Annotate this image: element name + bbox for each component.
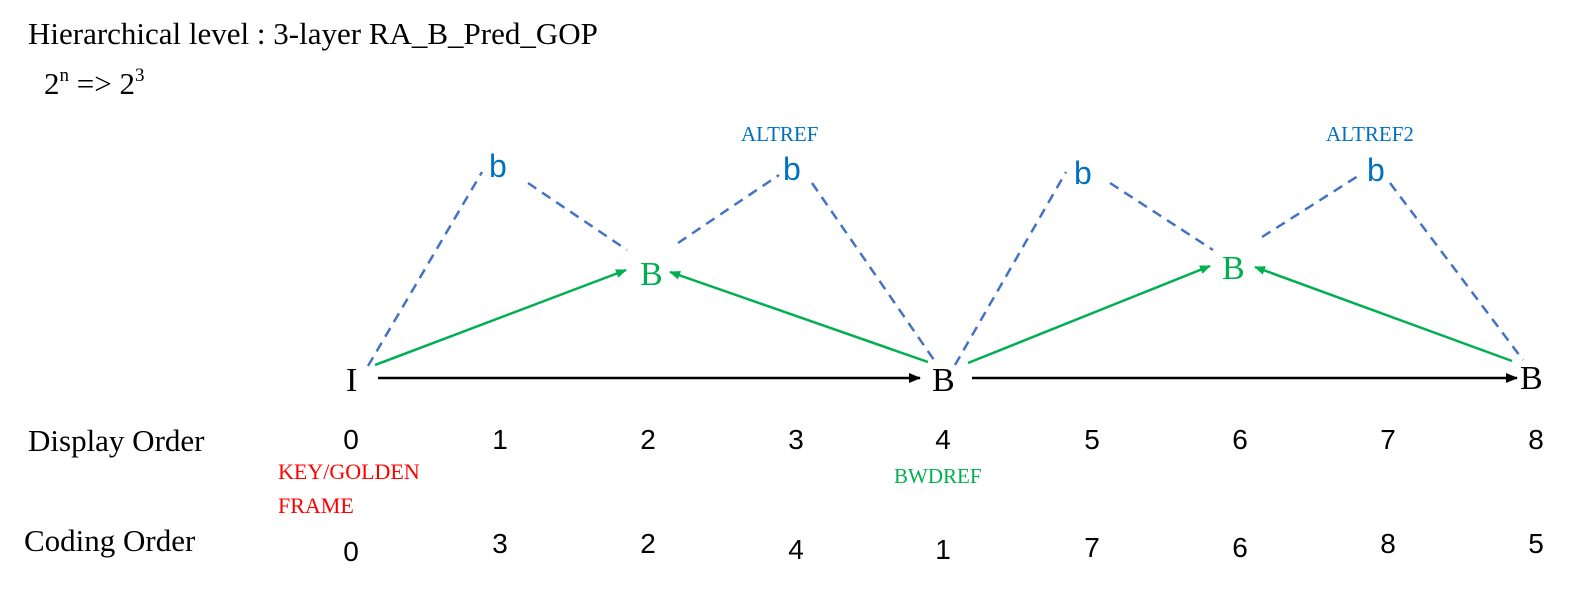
coding-order-value: 8 [1380, 528, 1396, 559]
display-order-value: 4 [935, 424, 951, 455]
arrow-B4-to-B2 [669, 270, 929, 364]
dashed-line-b3-B4 [810, 182, 936, 361]
dashed-line-b1-B2 [527, 181, 628, 252]
coding-order-value: 0 [343, 536, 359, 567]
display-order-value: 6 [1232, 424, 1248, 455]
label-frame: FRAME [278, 493, 354, 518]
frame-b5: b [1074, 155, 1092, 191]
arrow-I0-to-B2 [374, 268, 627, 367]
coding-order-value: 5 [1528, 528, 1544, 559]
frame-b1: b [489, 148, 507, 184]
label-key-golden: KEY/GOLDEN [278, 459, 420, 484]
frame-B2: B [640, 256, 663, 293]
coding-order-value: 1 [935, 534, 951, 565]
coding-order-value: 4 [788, 534, 804, 565]
arrow-B4-to-B6 [967, 264, 1211, 365]
coding-order-value: 6 [1232, 532, 1248, 563]
coding-order-values: 0 3 2 4 1 7 6 8 5 [343, 528, 1544, 567]
display-order-value: 5 [1084, 424, 1100, 455]
green-prediction-arrows [374, 264, 1513, 367]
diagram-title: Hierarchical level : 3-layer RA_B_Pred_G… [28, 16, 598, 51]
frame-I0: I [346, 362, 357, 399]
label-altref2: ALTREF2 [1326, 122, 1414, 146]
arrow-B8-to-B6 [1254, 265, 1513, 363]
coding-order-value: 7 [1084, 532, 1100, 563]
display-order-value: 1 [492, 424, 508, 455]
dashed-reference-lines [366, 171, 1524, 367]
dashed-line-b7-B8 [1389, 182, 1524, 361]
display-order-value: 3 [788, 424, 804, 455]
dashed-line-I0-b1 [366, 171, 484, 367]
display-order-value: 7 [1380, 424, 1396, 455]
display-order-values: 0 1 2 3 4 5 6 7 8 [343, 424, 1544, 455]
formula: 2n => 23 [44, 65, 144, 101]
frame-B8: B [1520, 360, 1543, 397]
display-order-label: Display Order [28, 423, 205, 458]
coding-order-value: 2 [640, 528, 656, 559]
label-bwdref: BWDREF [894, 464, 982, 488]
dashed-line-B6-b7 [1261, 174, 1359, 239]
dashed-line-B4-b5 [953, 171, 1068, 366]
dashed-line-b5-B6 [1109, 181, 1214, 252]
frame-b7: b [1367, 152, 1385, 188]
frame-B6: B [1222, 250, 1245, 287]
coding-order-label: Coding Order [24, 523, 196, 558]
coding-order-value: 3 [492, 528, 508, 559]
label-altref: ALTREF [741, 122, 818, 146]
frame-b3: b [783, 151, 801, 187]
display-order-value: 2 [640, 424, 656, 455]
dashed-line-B2-b3 [677, 173, 780, 245]
display-order-value: 8 [1528, 424, 1544, 455]
frame-B4: B [932, 362, 955, 399]
display-order-value: 0 [343, 424, 359, 455]
